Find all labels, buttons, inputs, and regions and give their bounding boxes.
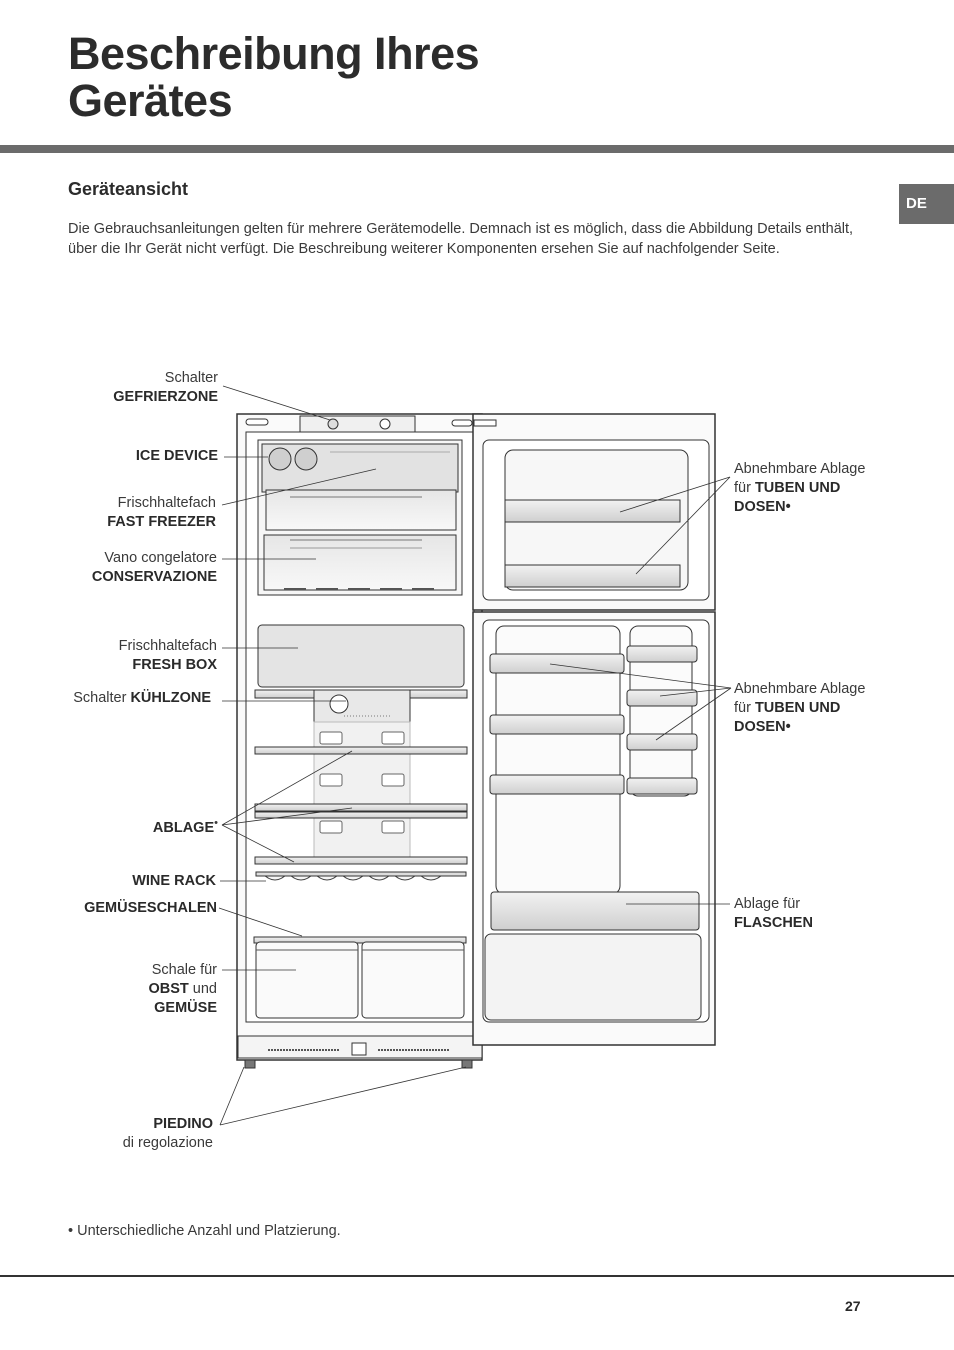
label-ablage: ABLAGE• xyxy=(152,817,218,836)
label-conservazione: Vano congelatore CONSERVAZIONE xyxy=(91,550,217,585)
footer-rule xyxy=(0,1275,954,1277)
language-tab: DE xyxy=(899,184,954,224)
footnote: • Unterschiedliche Anzahl und Platzierun… xyxy=(68,1223,341,1239)
intro-paragraph: Die Gebrauchsanleitungen gelten für mehr… xyxy=(68,221,854,257)
label-ice-device: ICE DEVICE xyxy=(135,448,218,464)
page-title: Beschreibung Ihres Gerätes xyxy=(68,28,480,126)
label-door-shelf-mid: Abnehmbare Ablage für TUBEN UND DOSEN• xyxy=(734,681,866,735)
label-fast-freezer: Frischhaltefach FAST FREEZER xyxy=(107,495,216,530)
label-bottle-shelf: Ablage für FLASCHEN xyxy=(734,896,813,931)
label-fruit-tray: Schale für OBST und GEMÜSE xyxy=(148,962,217,1016)
ablage-note-mark: • xyxy=(214,817,218,829)
label-wine-rack: WINE RACK xyxy=(132,873,216,889)
label-door-shelf-top: Abnehmbare Ablage für TUBEN UND DOSEN• xyxy=(734,461,866,515)
fridge-cabinet xyxy=(236,413,483,1069)
title-line-1: Beschreibung Ihres xyxy=(68,28,480,79)
header-rule xyxy=(0,145,954,153)
open-doors xyxy=(472,413,716,1046)
label-switch-freezer: Schalter GEFRIERZONE xyxy=(113,370,218,405)
title-line-2: Gerätes xyxy=(68,75,233,126)
leader-lines xyxy=(218,385,732,1126)
section-title: Geräteansicht xyxy=(68,179,189,199)
label-switch-fridge: Schalter KÜHLZONE xyxy=(73,690,211,706)
page-number: 27 xyxy=(845,1298,861,1314)
label-feet: PIEDINO di regolazione xyxy=(122,1116,213,1151)
label-vegetable-trays: GEMÜSESCHALEN xyxy=(84,900,217,916)
label-fresh-box: Frischhaltefach FRESH BOX xyxy=(118,638,217,673)
